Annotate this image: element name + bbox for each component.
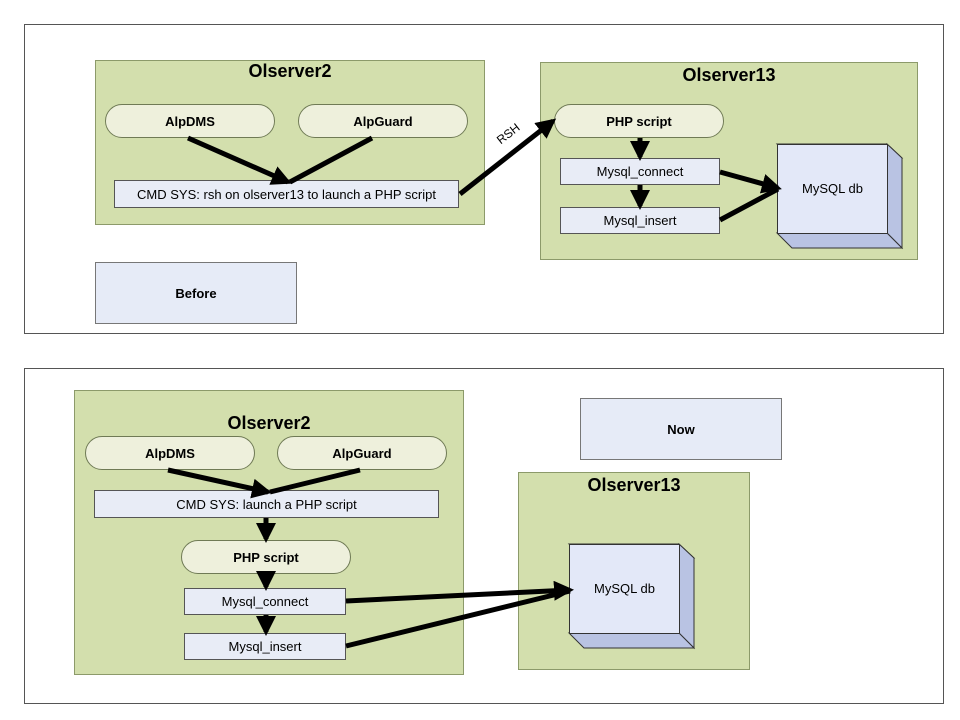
now-olserver13-title: Olserver13 xyxy=(587,475,681,495)
now-alpdms-node: AlpDMS xyxy=(85,436,255,470)
before-alpguard-node: AlpGuard xyxy=(298,104,468,138)
before-mysql-db-label: MySQL db xyxy=(802,181,863,196)
before-alpdms-node: AlpDMS xyxy=(105,104,275,138)
before-label-box: Before xyxy=(95,262,297,324)
before-olserver2-title: Olserver2 xyxy=(248,61,332,81)
now-mysql-db-label: MySQL db xyxy=(594,581,655,596)
now-cmd-box: CMD SYS: launch a PHP script xyxy=(94,490,439,518)
now-alpguard-node: AlpGuard xyxy=(277,436,447,470)
now-olserver2-title: Olserver2 xyxy=(227,413,311,433)
before-mysql-insert-box: Mysql_insert xyxy=(560,207,720,234)
now-mysql-insert-box: Mysql_insert xyxy=(184,633,346,660)
before-mysql-db-node: MySQL db xyxy=(777,144,888,234)
now-mysql-db-node: MySQL db xyxy=(569,544,680,634)
before-cmd-box: CMD SYS: rsh on olserver13 to launch a P… xyxy=(114,180,459,208)
now-mysql-connect-box: Mysql_connect xyxy=(184,588,346,615)
before-mysql-connect-box: Mysql_connect xyxy=(560,158,720,185)
before-olserver13-title: Olserver13 xyxy=(682,65,776,85)
now-label-box: Now xyxy=(580,398,782,460)
before-php-script-node: PHP script xyxy=(554,104,724,138)
now-php-script-node: PHP script xyxy=(181,540,351,574)
